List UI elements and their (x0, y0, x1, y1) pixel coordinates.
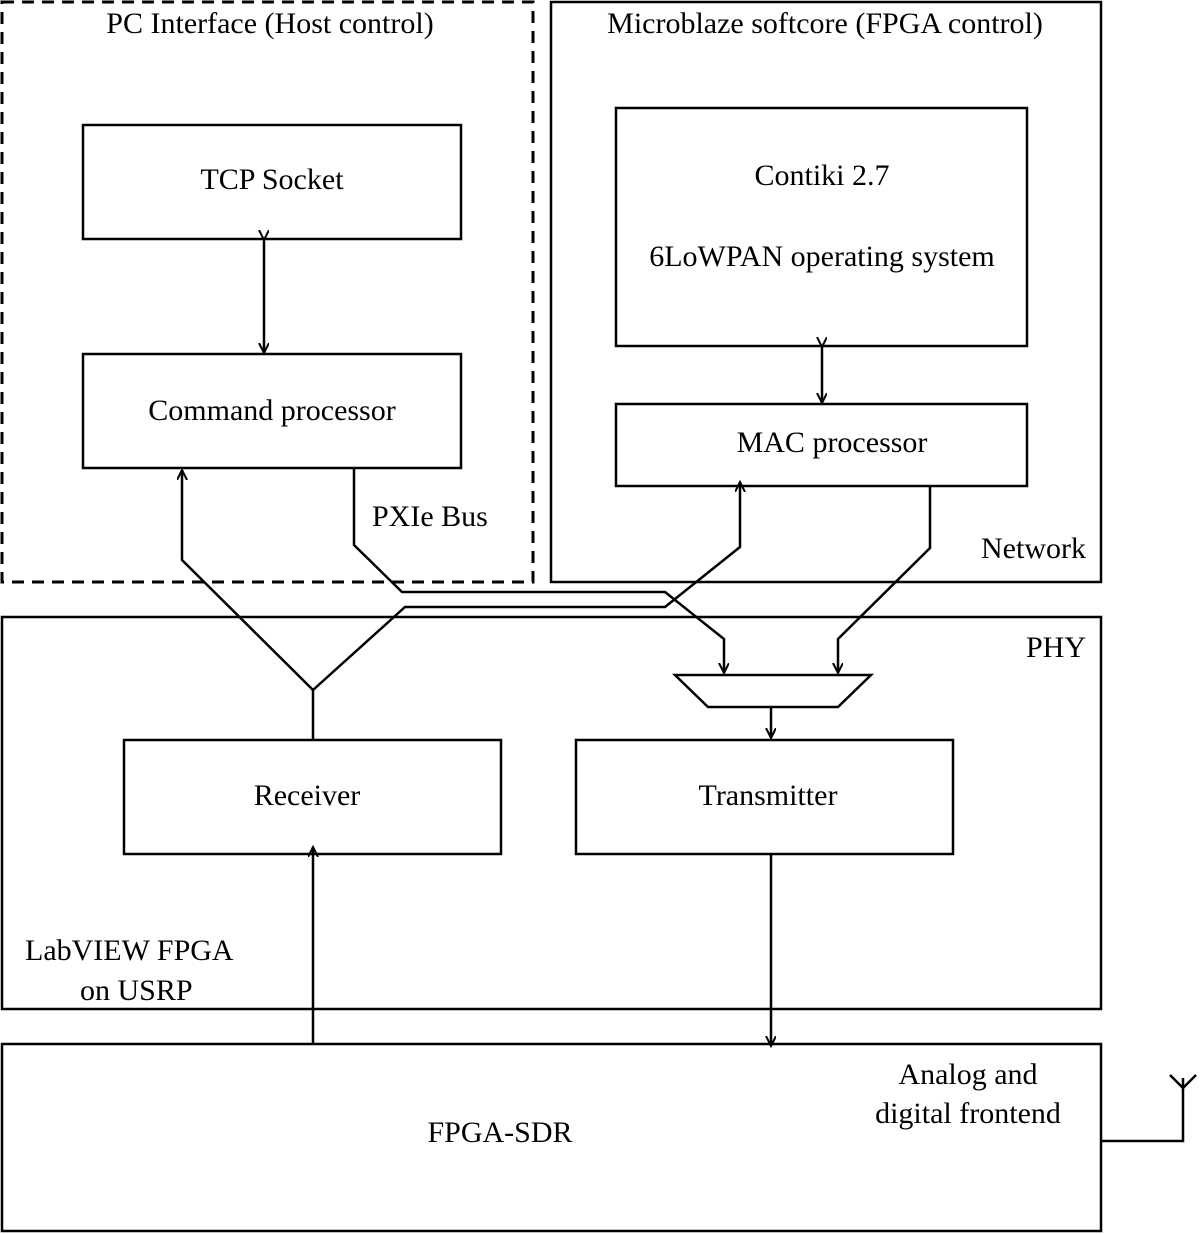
phy-label: PHY (1026, 631, 1086, 664)
pxie-bus-label: PXIe Bus (372, 500, 488, 533)
mac-to-mux-arrow (838, 487, 932, 673)
pc-interface-title: PC Interface (Host control) (106, 7, 433, 40)
fpga-sdr-container (0, 1042, 1103, 1233)
labview-label-line1: LabVIEW FPGA (25, 934, 234, 967)
transmitter-label: Transmitter (699, 779, 838, 812)
antenna-icon (1101, 1074, 1197, 1143)
microblaze-title: Microblaze softcore (FPGA control) (607, 7, 1043, 40)
command-processor-label: Command processor (148, 394, 395, 427)
receiver-to-mac-arrow (312, 482, 740, 691)
frontend-label-line2: digital frontend (875, 1097, 1061, 1130)
receiver-to-command-arrow (182, 470, 314, 691)
frontend-label-line1: Analog and (898, 1058, 1037, 1091)
network-label: Network (981, 532, 1086, 565)
phy-container (0, 615, 1103, 1011)
receiver-label: Receiver (254, 779, 361, 812)
command-to-mux-arrow (352, 469, 724, 673)
tcp-socket-block (81, 123, 463, 241)
contiki-label-line2: 6LoWPAN operating system (649, 240, 995, 273)
labview-label-line2: on USRP (80, 974, 193, 1007)
transmitter-block (574, 738, 955, 856)
contiki-label-line1: Contiki 2.7 (754, 159, 889, 192)
fpga-sdr-label: FPGA-SDR (427, 1116, 572, 1149)
command-processor-block (81, 352, 463, 470)
pc-interface-container (0, 0, 535, 584)
tcp-socket-label: TCP Socket (200, 163, 344, 196)
microblaze-container (549, 0, 1103, 584)
contiki-block (614, 106, 1029, 348)
multiplexer-shape (671, 673, 875, 709)
mac-processor-label: MAC processor (737, 426, 928, 459)
